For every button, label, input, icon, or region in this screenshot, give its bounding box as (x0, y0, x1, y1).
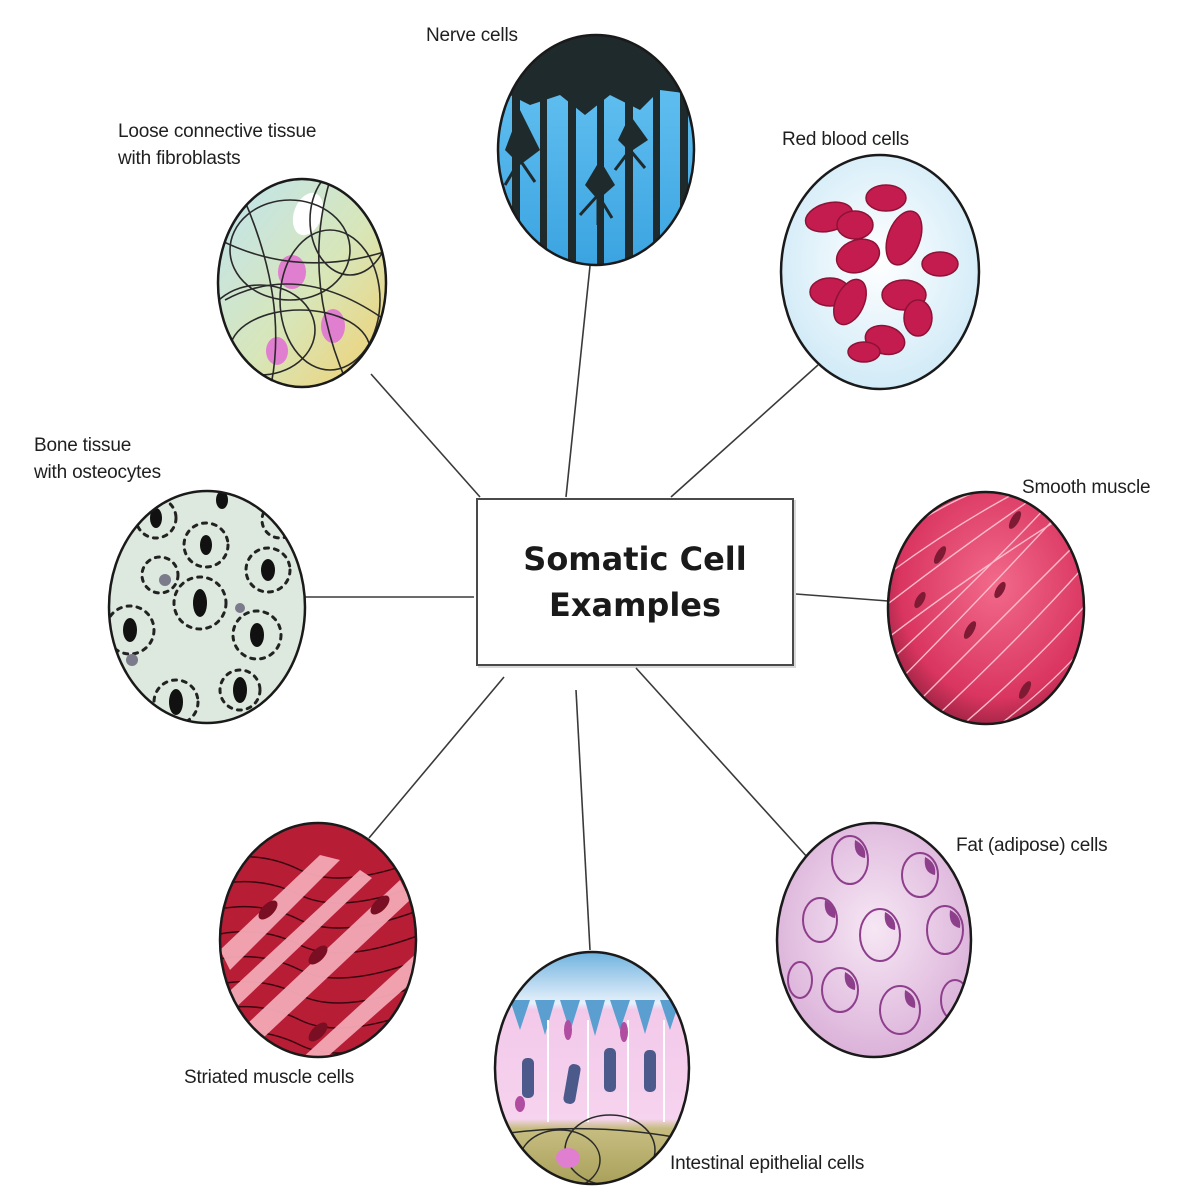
label-red-blood-cells: Red blood cells (782, 129, 909, 150)
center-title-box: Somatic Cell Examples (476, 498, 794, 666)
red-blood-cells-circle (779, 153, 981, 391)
label-loose-line1: Loose connective tissue (118, 121, 317, 142)
fat-cells-circle (775, 821, 973, 1059)
label-loose-connective-tissue: Loose connective tissue with fibroblasts (118, 118, 316, 172)
striated-muscle-circle (218, 821, 418, 1059)
center-title: Somatic Cell Examples (523, 536, 746, 628)
label-bone-tissue: Bone tissue with osteocytes (34, 432, 161, 486)
center-title-line2: Examples (548, 586, 722, 624)
label-fat-cells: Fat (adipose) cells (956, 835, 1108, 856)
intestinal-epithelial-circle (493, 950, 691, 1186)
label-nerve-cells: Nerve cells (426, 25, 518, 46)
label-bone-line2: with osteocytes (34, 462, 161, 483)
bone-tissue-circle (107, 489, 307, 725)
connector-lines (305, 265, 889, 951)
center-title-line1: Somatic Cell (523, 540, 747, 578)
label-intestinal-epithelial: Intestinal epithelial cells (670, 1153, 865, 1174)
smooth-muscle-circle (886, 490, 1086, 726)
nerve-cells-circle (496, 33, 696, 267)
label-loose-line2: with fibroblasts (118, 148, 241, 169)
label-bone-line1: Bone tissue (34, 435, 132, 456)
label-striated-muscle: Striated muscle cells (184, 1067, 355, 1088)
loose-connective-tissue-circle (216, 177, 388, 389)
label-smooth-muscle: Smooth muscle (1022, 477, 1151, 498)
